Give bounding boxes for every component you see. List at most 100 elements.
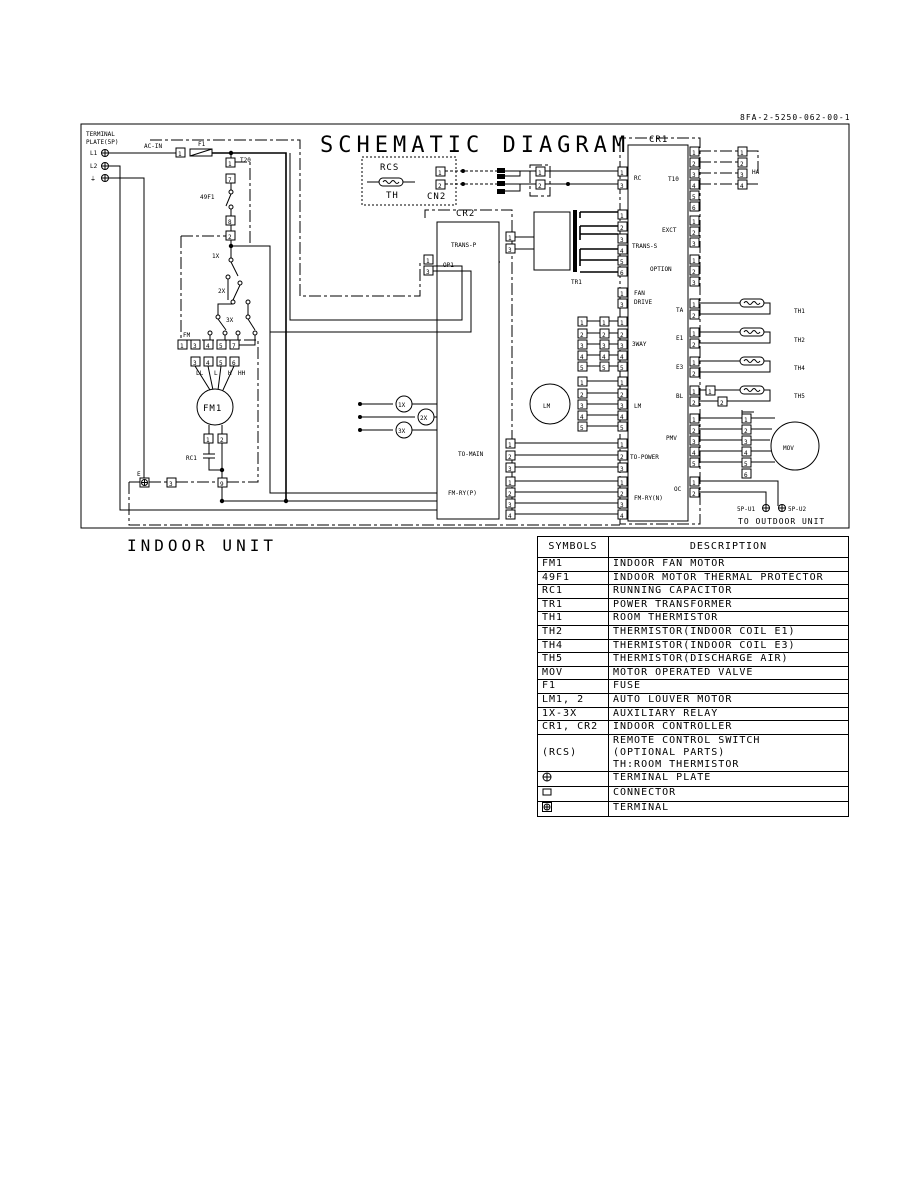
svg-text:5: 5: [692, 194, 696, 201]
symbol-cell: (RCS): [537, 733, 609, 772]
svg-text:2: 2: [720, 400, 724, 407]
svg-text:1: 1: [580, 320, 584, 327]
description-cell: AUXILIARY RELAY: [608, 706, 849, 722]
svg-text:9: 9: [220, 481, 224, 488]
ha-label: HA: [752, 169, 760, 176]
l2-terminal-icon: [101, 162, 109, 170]
svg-text:1: 1: [178, 151, 182, 158]
svg-text:1: 1: [744, 417, 748, 424]
table-row: (RCS)REMOTE CONTROL SWITCH (OPTIONAL PAR…: [537, 733, 849, 772]
to-main-label: TO-MAIN: [458, 451, 484, 458]
svg-text:1: 1: [620, 442, 624, 449]
svg-text:1: 1: [692, 258, 696, 265]
th1-thermistor-icon: [739, 298, 765, 308]
svg-text:1: 1: [508, 442, 512, 449]
svg-text:7: 7: [232, 343, 236, 350]
svg-text:2: 2: [620, 454, 624, 461]
svg-text:4: 4: [620, 513, 624, 520]
svg-text:4: 4: [580, 354, 584, 361]
svg-text:1: 1: [692, 389, 696, 396]
svg-text:3: 3: [508, 502, 512, 509]
th-label: TH: [386, 191, 399, 201]
svg-text:4: 4: [692, 183, 696, 190]
hh-label: HH: [238, 370, 246, 377]
svg-text:2: 2: [692, 371, 696, 378]
terminal-plate-icon: [542, 772, 552, 782]
l1-terminal-icon: [101, 149, 109, 157]
l-label: L: [214, 370, 218, 377]
h-label: H: [228, 370, 232, 377]
terminal-plate-label: TERMINAL: [86, 131, 115, 138]
svg-text:2: 2: [620, 392, 624, 399]
description-cell: RUNNING CAPACITOR: [608, 584, 849, 599]
e1-label: E1: [676, 335, 684, 342]
description-cell: THERMISTOR(DISCHARGE AIR): [608, 652, 849, 667]
svg-text:2: 2: [740, 161, 744, 168]
description-cell: INDOOR CONTROLLER: [608, 720, 849, 735]
th5-thermistor-icon: [739, 385, 765, 395]
indoor-unit-label: INDOOR UNIT: [127, 536, 277, 555]
relay-2x-label: 2X: [218, 288, 226, 295]
exct-label: EXCT: [662, 227, 677, 234]
svg-text:5: 5: [580, 425, 584, 432]
svg-text:3: 3: [508, 247, 512, 254]
5p-u1-label: 5P-U1: [737, 506, 755, 513]
connector-icon: [542, 788, 552, 796]
svg-text:3: 3: [580, 343, 584, 350]
description-cell: THERMISTOR(INDOOR COIL E1): [608, 624, 849, 640]
th2-thermistor-icon: [739, 327, 765, 337]
fm-ry-p-label: FM-RY(P): [448, 490, 477, 497]
svg-text:2: 2: [508, 491, 512, 498]
description-cell: ROOM THERMISTOR: [608, 611, 849, 626]
svg-text:5: 5: [580, 365, 584, 372]
mov-motor: [770, 421, 820, 471]
svg-text:1: 1: [692, 219, 696, 226]
cr2-controller: [436, 221, 500, 520]
svg-text:2: 2: [744, 428, 748, 435]
svg-text:1: 1: [508, 480, 512, 487]
symbol-cell: [537, 770, 609, 787]
svg-text:1: 1: [740, 150, 744, 157]
svg-text:3: 3: [744, 439, 748, 446]
rcs-thermistor-icon: [378, 177, 404, 187]
symbol-cell: TR1: [537, 597, 609, 613]
rc1-label: RC1: [186, 455, 197, 462]
3way-label: 3WAY: [632, 341, 647, 348]
table-row: TERMINAL: [537, 800, 849, 817]
th1-label: TH1: [794, 308, 805, 315]
svg-text:2: 2: [580, 392, 584, 399]
symbol-cell: [537, 785, 609, 802]
cr1-controller: [627, 144, 689, 522]
trans-p-label: TRANS-P: [451, 242, 477, 249]
description-cell: REMOTE CONTROL SWITCH (OPTIONAL PARTS) T…: [608, 733, 849, 772]
svg-text:8: 8: [228, 219, 232, 226]
description-cell: POWER TRANSFORMER: [608, 597, 849, 613]
ground-symbol-icon: ⏚: [90, 176, 96, 183]
svg-text:4: 4: [580, 414, 584, 421]
svg-text:2: 2: [692, 269, 696, 276]
symbol-cell: [537, 800, 609, 817]
e3-label: E3: [676, 364, 684, 371]
svg-text:3: 3: [740, 172, 744, 179]
document-code: 8FA-2-5250-062-00-1: [740, 113, 851, 122]
svg-text:2: 2: [692, 400, 696, 407]
ground-terminal-icon: [101, 174, 109, 182]
5p-u2-label: 5P-U2: [788, 506, 806, 513]
svg-text:1: 1: [180, 343, 184, 350]
svg-text:6: 6: [232, 360, 236, 367]
l2-label: L2: [90, 163, 98, 170]
fuse-label: F1: [198, 141, 206, 148]
description-cell: CONNECTOR: [608, 785, 849, 802]
relay-1x-label: 1X: [212, 253, 220, 260]
cr1-label: CR1: [649, 135, 668, 145]
l1-label: L1: [90, 150, 98, 157]
symbols-table-header: SYMBOLS DESCRIPTION: [537, 536, 849, 558]
svg-text:5: 5: [692, 461, 696, 468]
svg-text:2: 2: [620, 491, 624, 498]
louver-motor-lm: [529, 383, 571, 425]
